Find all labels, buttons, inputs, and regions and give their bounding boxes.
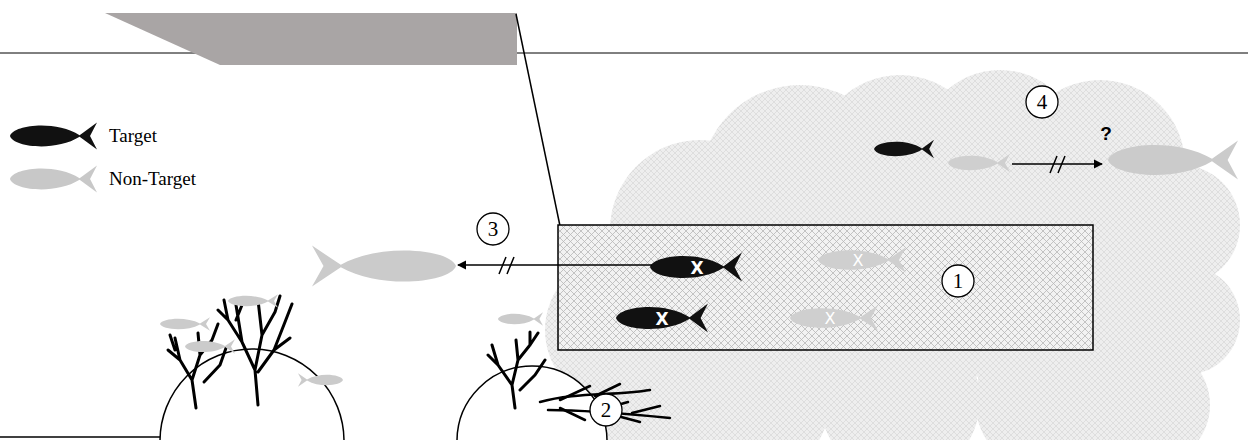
target-fish [874,140,934,159]
callout-circle-shape [942,265,974,297]
food-web-arrow [1012,163,1102,164]
boat-hull [105,13,517,65]
food-web-arrow [458,264,652,265]
break-mark [499,257,514,274]
legend-entry: Target [10,120,157,152]
callout-number: 1 [941,264,975,298]
catch-mark: X [825,311,836,327]
legend-entry: Non-Target [10,163,196,195]
callout-circle: 4 [1025,85,1059,119]
unknown-mark: ? [1100,124,1112,143]
coral [168,296,545,408]
catch-mark: X [690,260,703,277]
catch-mark: X [853,253,864,269]
callout-circle-shape [590,394,622,426]
net-line [516,14,560,226]
predator-fish [1108,140,1238,179]
break-mark [1050,156,1065,173]
target-fish [650,253,742,282]
legend-label: Non-Target [109,168,196,190]
trawl-net [558,225,1093,350]
sea-surface [0,53,1248,54]
legend-fish-shape [10,122,97,149]
callout-number: 3 [476,212,510,246]
legend-fish-shape [10,165,97,192]
seabed-line [0,436,160,438]
non-target-fish [948,154,1010,173]
predator-fish [312,246,456,287]
target-fish [616,304,708,333]
callout-circle: 2 [589,393,623,427]
legend-fish [10,163,97,195]
sediment-cloud [545,70,1240,440]
legend-fish [10,120,97,152]
reef-fish [160,294,543,387]
callout-number: 2 [589,393,623,427]
callout-number: 4 [1025,85,1059,119]
non-target-fish [790,305,878,331]
callout-circle-shape [477,213,509,245]
non-target-fish [818,247,906,273]
callout-circle: 3 [476,212,510,246]
catch-mark: X [655,311,668,328]
callout-circle-shape [1026,86,1058,118]
legend-label: Target [109,125,157,147]
callout-circle: 1 [941,264,975,298]
